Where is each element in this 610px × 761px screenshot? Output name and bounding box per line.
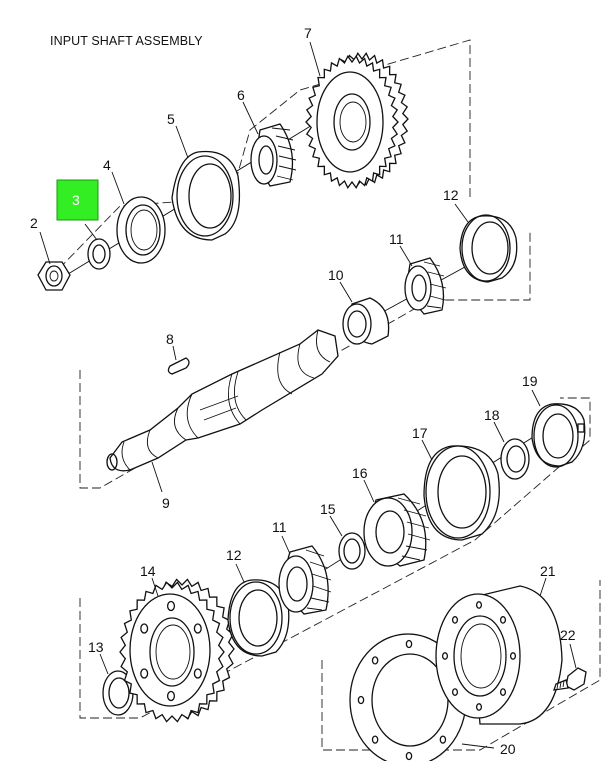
part-15-washer [338,532,366,570]
part-3-washer [87,238,111,270]
part-5-cup [171,150,241,241]
callout-18[interactable]: 18 [484,407,500,423]
diagram-title: INPUT SHAFT ASSEMBLY [50,34,203,48]
part-8-key [167,357,190,375]
callout-4[interactable]: 4 [103,157,111,173]
callout-5[interactable]: 5 [167,111,175,127]
callout-11-upper[interactable]: 11 [389,231,404,247]
part-10-sleeve [342,297,390,345]
part-11-bearing-upper [404,257,447,315]
part-4-race [116,196,166,264]
callout-7[interactable]: 7 [304,25,312,41]
callout-2[interactable]: 2 [30,215,38,231]
part-7-gear [305,52,409,189]
callout-11-lower[interactable]: 11 [272,519,287,535]
callout-12-lower[interactable]: 12 [226,547,242,563]
callout-3[interactable]: 3 [72,192,80,208]
part-16-bearing [363,493,431,567]
callout-21[interactable]: 21 [540,563,556,579]
callout-16[interactable]: 16 [352,465,368,481]
callout-8[interactable]: 8 [166,331,174,347]
part-2-nut [37,261,71,291]
callout-17[interactable]: 17 [412,425,428,441]
part-22-bolt [553,667,587,691]
highlight-box-part-3[interactable] [56,179,99,221]
callout-13[interactable]: 13 [88,639,104,655]
callout-6[interactable]: 6 [237,87,245,103]
leader-lines [39,41,577,749]
part-6-bearing [250,123,297,187]
part-21-cover [435,585,563,725]
callout-12-upper[interactable]: 12 [443,187,459,203]
part-11-bearing-lower [278,545,332,615]
callout-22[interactable]: 22 [560,627,576,643]
part-19-collar [531,403,586,468]
callout-15[interactable]: 15 [320,501,336,517]
part-18-washer [500,438,530,480]
callout-19[interactable]: 19 [522,373,538,389]
part-14-gear [119,578,235,723]
callout-9[interactable]: 9 [162,495,170,511]
group-boundaries [49,39,601,751]
part-9-shaft [106,329,339,472]
part-17-cup [423,445,500,541]
callout-14[interactable]: 14 [140,563,156,579]
part-12-cup-lower [227,579,290,657]
callout-10[interactable]: 10 [328,267,344,283]
callout-20[interactable]: 20 [500,741,516,757]
part-12-cup-upper [459,214,518,283]
callout-labels: 2 3 4 5 6 7 8 9 10 11 12 13 14 12 11 15 … [30,25,576,757]
